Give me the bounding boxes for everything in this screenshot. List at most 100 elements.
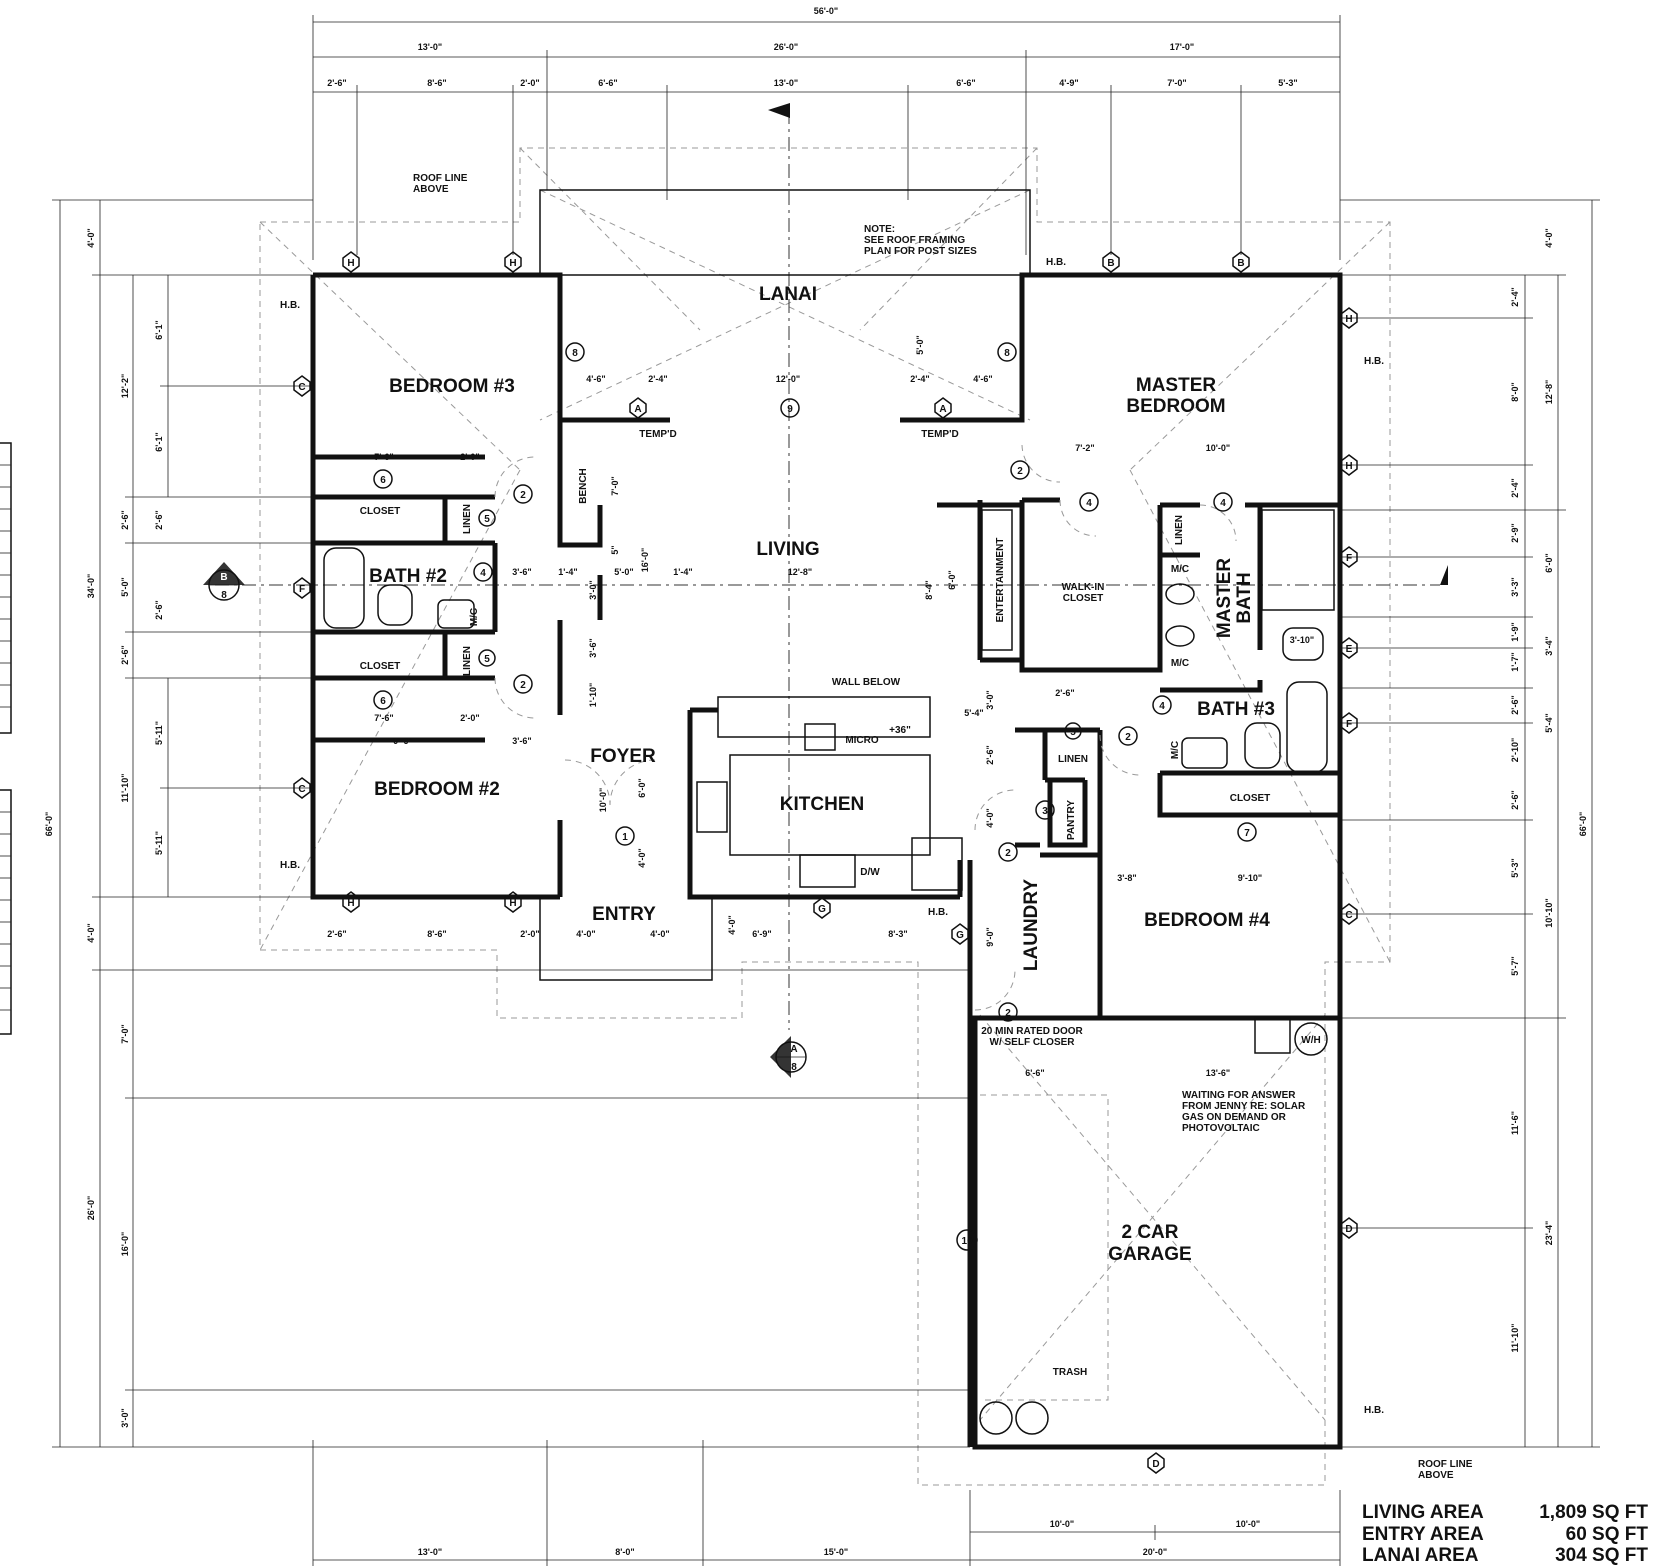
area-label-2: LANAI AREA [1362, 1545, 1479, 1566]
hex-tag-g-2: G [951, 923, 969, 945]
dim-left-2-6a: 2'-6" [120, 510, 130, 529]
dim-left-2-6c: 2'-6" [154, 510, 164, 529]
label-closet-b: CLOSET [360, 661, 401, 672]
hex-tag-f-2: F [1340, 546, 1358, 568]
svg-text:7: 7 [1244, 828, 1250, 839]
dim-top-13-0: 13'-0" [774, 78, 798, 88]
room-living: LIVING [756, 539, 819, 560]
area-summary: LIVING AREA 1,809 SQ FT ENTRY AREA 60 SQ… [1362, 1502, 1648, 1566]
dim-int-3-6c: 3'-6" [588, 638, 598, 657]
room-entry: ENTRY [592, 904, 656, 925]
svg-text:H: H [347, 258, 354, 269]
svg-text:F: F [1346, 719, 1352, 730]
dim-int-5-0-lanai: 5'-0" [915, 335, 925, 354]
circle-tag-4b: 4 [1079, 492, 1099, 512]
hex-tag-h-5: H [1340, 307, 1358, 329]
label-plus36: +36" [889, 725, 911, 736]
label-hb-c: H.B. [1046, 257, 1066, 268]
dim-left-26: 26'-0" [86, 1196, 96, 1220]
circle-tag-6b: 6 [373, 690, 393, 710]
hex-tag-c-2: C [293, 777, 311, 799]
sink-bath3 [1181, 737, 1228, 769]
dim-right-2-6b: 2'-6" [1510, 790, 1520, 809]
label-linen-a: LINEN [462, 504, 473, 534]
circle-tag-10: 10 [956, 1229, 978, 1251]
circle-tag-2c: 2 [1010, 460, 1030, 480]
dim-int-10-0: 10'-0" [1206, 443, 1230, 453]
svg-text:6: 6 [380, 696, 386, 707]
cut-off-schedule-tables [0, 442, 12, 1035]
svg-text:2: 2 [1017, 466, 1023, 477]
dim-int-3-0a: 3'-0" [588, 580, 598, 599]
room-walkin-line1: WALK-IN [1062, 582, 1105, 593]
interior-dimension-text: 4'-6" 2'-4" 12'-0" 2'-4" 4'-6" 7'-6" 2'-… [327, 335, 1314, 1078]
dim-right-5-7: 5'-7" [1510, 956, 1520, 975]
circle-tags: 8 8 9 6 6 5 5 5 2 2 2 2 2 2 4 4 4 4 3 1 … [373, 342, 1257, 1251]
dim-bot-15: 15'-0" [824, 1547, 848, 1557]
section-marker-b: B 8 [203, 562, 245, 601]
dim-right-11-6: 11'-6" [1510, 1111, 1520, 1135]
dim-right-2-6: 2'-6" [1510, 695, 1520, 714]
dim-int-7-6a: 7'-6" [374, 452, 393, 462]
dim-int-4-0b: 4'-0" [650, 929, 669, 939]
dim-top-6-6b: 6'-6" [956, 78, 975, 88]
room-lanai: LANAI [759, 284, 817, 305]
dim-int-2-4b: 2'-4" [910, 374, 929, 384]
note-2: SEE ROOF FRAMING [864, 235, 965, 246]
wait-note-3: GAS ON DEMAND OR [1182, 1112, 1287, 1123]
svg-text:C: C [298, 382, 305, 393]
note-3: PLAN FOR POST SIZES [864, 246, 977, 257]
dim-int-2-4a: 2'-4" [648, 374, 667, 384]
svg-text:B: B [220, 572, 227, 583]
svg-text:E: E [1346, 644, 1353, 655]
refrigerator [911, 837, 963, 891]
small-labels: CLOSET CLOSET CLOSET LINEN LINEN LINEN L… [280, 173, 1473, 1481]
svg-text:4: 4 [1086, 498, 1092, 509]
dim-int-4-0a: 4'-0" [576, 929, 595, 939]
roofline-b-2: ABOVE [1418, 1470, 1454, 1481]
bottom-dimension-lines [312, 1440, 1341, 1566]
label-mc-bath2: M/C [469, 608, 480, 626]
dim-left-12-2: 12'-2" [120, 374, 130, 398]
svg-text:2: 2 [1125, 732, 1131, 743]
room-master-line1: MASTER [1136, 375, 1217, 396]
label-pantry: PANTRY [1066, 800, 1077, 840]
room-kitchen: KITCHEN [780, 794, 864, 815]
dim-right-5-3: 5'-3" [1510, 858, 1520, 877]
label-mc-b: M/C [1171, 658, 1189, 669]
circle-tag-4c: 4 [1213, 492, 1233, 512]
toilet-master [1282, 627, 1324, 661]
label-dw: D/W [860, 867, 880, 878]
dim-int-8-4: 8'-4" [924, 580, 934, 599]
dim-int-6-6: 6'-6" [1025, 1068, 1044, 1078]
svg-text:C: C [298, 784, 305, 795]
dim-int-5-0: 5'-0" [614, 567, 633, 577]
dim-bot-8: 8'-0" [615, 1547, 634, 1557]
label-mc-a: M/C [1171, 564, 1189, 575]
hex-tag-f-3: F [1340, 712, 1358, 734]
svg-text:5: 5 [1070, 727, 1076, 738]
north-arrow-top [768, 103, 790, 118]
dim-right-66: 66'-0" [1578, 812, 1588, 836]
svg-text:8: 8 [1004, 348, 1010, 359]
dim-int-7-6b: 7'-6" [374, 713, 393, 723]
fixtures [323, 509, 1335, 1435]
room-bedroom-4: BEDROOM #4 [1144, 910, 1270, 931]
label-entertainment: ENTERTAINMENT [995, 538, 1006, 623]
bathtub-bath2 [323, 547, 365, 629]
note-1: NOTE: [864, 224, 895, 235]
svg-text:5: 5 [484, 654, 490, 665]
dim-int-9-6: 9'-6" [393, 736, 412, 746]
label-hb-a: H.B. [280, 300, 300, 311]
dim-int-2-0b: 2'-0" [460, 713, 479, 723]
water-heater [1294, 1022, 1328, 1056]
area-value-0: 1,809 SQ FT [1539, 1502, 1648, 1523]
dim-top-26: 26'-0" [774, 42, 798, 52]
dim-int-8-3: 8'-3" [888, 929, 907, 939]
circle-tag-4d: 4 [1152, 695, 1172, 715]
room-walkin-line2: CLOSET [1063, 593, 1104, 604]
circle-tag-2a: 2 [513, 484, 533, 504]
dim-int-7-2: 7'-2" [1075, 443, 1094, 453]
circle-tag-9: 9 [780, 398, 800, 418]
label-trash: TRASH [1053, 1367, 1087, 1378]
